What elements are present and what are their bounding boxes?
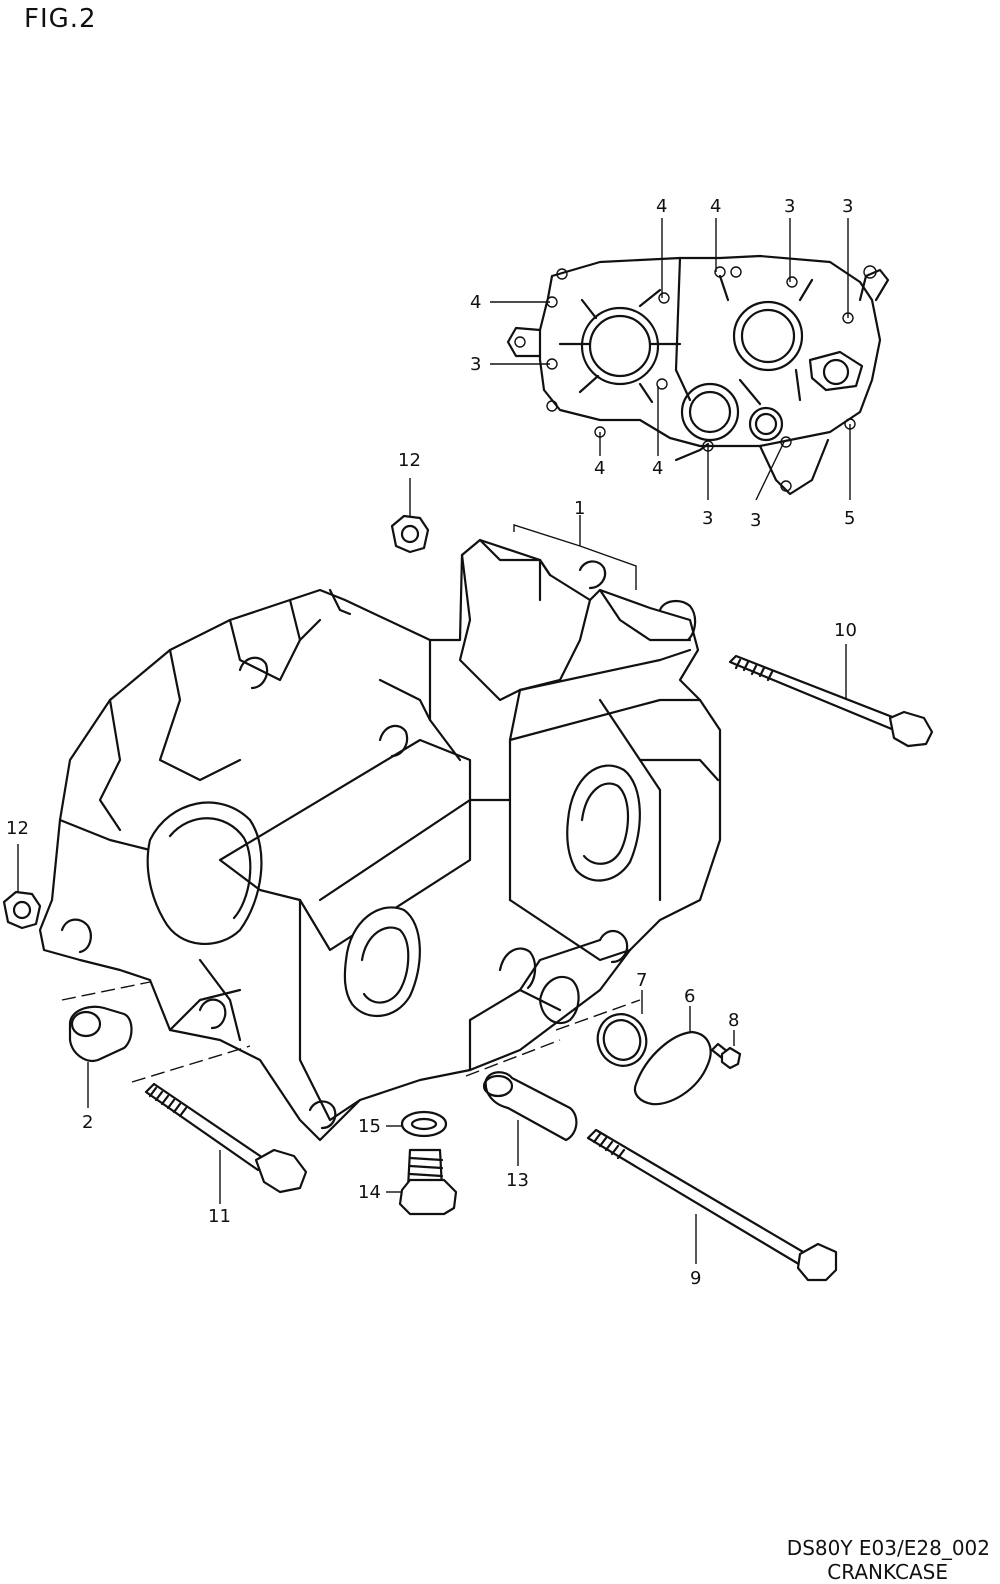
o-ring-7 — [596, 990, 648, 1067]
inset-callout-4: 4 — [652, 458, 663, 479]
inset-callout-4: 4 — [710, 196, 721, 217]
inset-callout-3: 3 — [842, 196, 853, 217]
bushing-13 — [482, 1071, 578, 1166]
washer-15 — [386, 1110, 448, 1138]
callout-15: 15 — [358, 1116, 381, 1137]
nut-12-left — [2, 844, 42, 930]
figure-title: FIG.2 — [24, 4, 97, 34]
inset-callout-4: 4 — [656, 196, 667, 217]
screw-8 — [710, 1030, 742, 1070]
callout-13: 13 — [506, 1170, 529, 1191]
inset-callout-3: 3 — [750, 510, 761, 531]
bolt-10 — [728, 644, 934, 748]
callout-10: 10 — [834, 620, 857, 641]
crankcase-body — [38, 538, 722, 1142]
inset-callout-3: 3 — [784, 196, 795, 217]
alignment-lines — [61, 981, 641, 1083]
callout-1: 1 — [574, 498, 585, 519]
callout-12-top: 12 — [398, 450, 421, 471]
callout-labels: 1 2 6 7 8 9 10 11 12 12 13 14 15 4 4 3 3… — [6, 196, 857, 1289]
callout-7: 7 — [636, 970, 647, 991]
inset-callout-3: 3 — [470, 354, 481, 375]
callout-12-left: 12 — [6, 818, 29, 839]
inset-callout-4: 4 — [594, 458, 605, 479]
drain-plug-14 — [386, 1148, 458, 1216]
callout-8: 8 — [728, 1010, 739, 1031]
inset-callout-5: 5 — [844, 508, 855, 529]
part-1-leader — [513, 515, 637, 590]
callout-6: 6 — [684, 986, 695, 1007]
cover-plate-6 — [633, 1006, 712, 1106]
dowel-pin-2 — [68, 1005, 133, 1108]
nut-12-top — [390, 478, 430, 554]
bolt-9 — [586, 1128, 838, 1282]
inset-callout-4: 4 — [470, 292, 481, 313]
callout-9: 9 — [690, 1268, 701, 1289]
inset-leader-lines — [490, 218, 851, 501]
callout-14: 14 — [358, 1182, 381, 1203]
inset-callout-3: 3 — [702, 508, 713, 529]
diagram-name: CRANKCASE — [827, 1560, 948, 1584]
callout-2: 2 — [82, 1112, 93, 1133]
callout-11: 11 — [208, 1206, 231, 1227]
bolt-11 — [144, 1082, 308, 1204]
diagram-code: DS80Y E03/E28_002 — [786, 1536, 990, 1560]
inset-crankcase-face — [506, 254, 890, 496]
